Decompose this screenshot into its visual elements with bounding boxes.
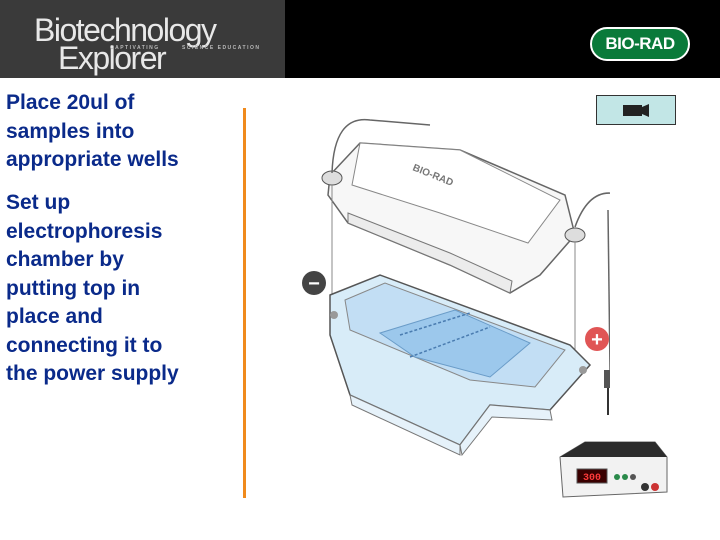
bio-rad-logo: BIO-RAD [590,27,690,61]
electrophoresis-chamber-diagram: BIO-RAD − + [302,118,610,457]
instruction-block-1: Place 20ul of samples into appropriate w… [6,89,246,175]
black-cable [331,118,431,174]
logo-title: Biotechnology [34,12,217,48]
logo-tagline-left: CAPTIVATING [110,45,160,51]
negative-symbol: − [308,273,320,295]
power-supply-device: 300 [559,441,668,498]
instruction-line: Set up [6,191,71,214]
instruction-line: putting top in [6,276,141,300]
instruction-line: connecting it to [6,333,163,357]
logo-subtitle: Explorer [58,40,167,76]
instruction-line: chamber by [6,248,124,271]
chamber-lid: BIO-RAD [321,142,586,294]
power-display: 300 [583,473,601,484]
instruction-line: electrophoresis [6,219,163,243]
bio-rad-logo-text: BIO-RAD [605,34,675,53]
chamber-base [329,274,592,457]
instruction-line: Place 20ul of [6,91,135,114]
minus-electrode-icon: − [302,271,326,295]
black-plug [604,370,610,388]
video-button[interactable] [596,95,676,125]
video-camera-icon [623,104,649,117]
logo-tagline-right: SCIENCE EDUCATION [182,45,261,51]
positive-symbol: + [591,329,603,351]
instruction-line: the power supply [6,362,179,385]
biotechnology-explorer-logo: Biotechnology Explorer CAPTIVATING SCIEN… [0,0,285,78]
instruction-block-2: Set up electrophoresis chamber by puttin… [6,189,246,389]
red-cable [574,192,610,228]
header-bar: Biotechnology Explorer CAPTIVATING SCIEN… [0,0,720,78]
plus-electrode-icon: + [585,327,609,351]
instruction-line: samples into [6,119,135,143]
instruction-line: place and [6,305,103,328]
vertical-divider [243,108,246,498]
instruction-line: appropriate wells [6,148,179,171]
